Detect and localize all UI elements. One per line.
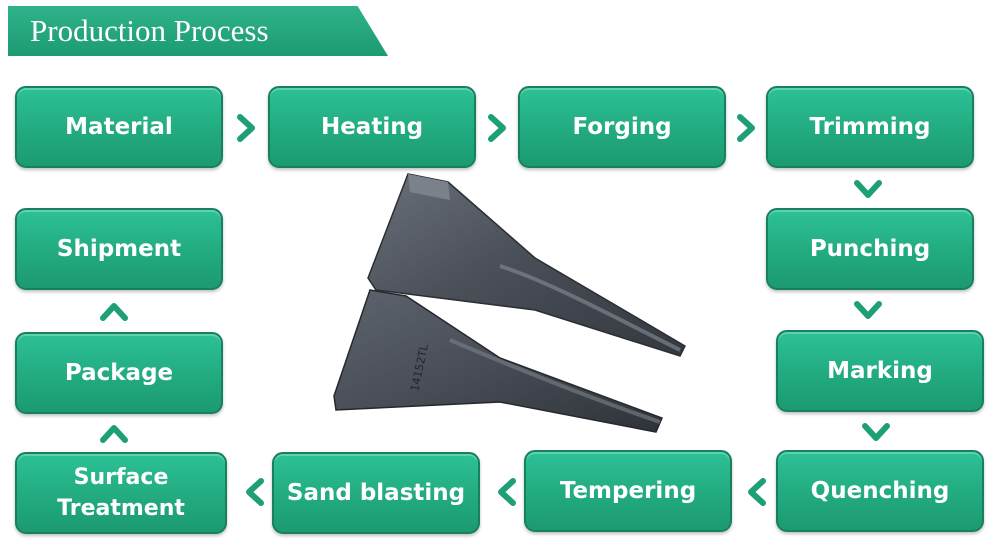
step-package: Package	[15, 332, 223, 414]
bucket-teeth-image: 14152TL	[330, 170, 695, 440]
step-quenching: Quenching	[776, 450, 984, 532]
lower-tooth: 14152TL	[333, 289, 664, 433]
step-forging: Forging	[518, 86, 726, 168]
chevron-left-icon	[240, 477, 270, 507]
upper-tooth	[367, 173, 686, 357]
chevron-down-icon	[861, 417, 891, 447]
chevron-right-icon	[731, 113, 761, 143]
step-surface-treatment: Surface Treatment	[15, 452, 227, 534]
step-material: Material	[15, 86, 223, 168]
step-trimming: Trimming	[766, 86, 974, 168]
chevron-left-icon	[492, 477, 522, 507]
chevron-down-icon	[853, 174, 883, 204]
chevron-up-icon	[99, 297, 129, 327]
step-sand-blasting: Sand blasting	[272, 452, 480, 534]
step-marking: Marking	[776, 330, 984, 412]
chevron-left-icon	[742, 477, 772, 507]
title-banner: Production Process	[8, 6, 388, 56]
step-shipment: Shipment	[15, 208, 223, 290]
chevron-up-icon	[99, 419, 129, 449]
chevron-right-icon	[482, 113, 512, 143]
chevron-right-icon	[231, 113, 261, 143]
step-punching: Punching	[766, 208, 974, 290]
step-heating: Heating	[268, 86, 476, 168]
chevron-down-icon	[853, 295, 883, 325]
step-tempering: Tempering	[524, 450, 732, 532]
page-title: Production Process	[30, 13, 269, 48]
